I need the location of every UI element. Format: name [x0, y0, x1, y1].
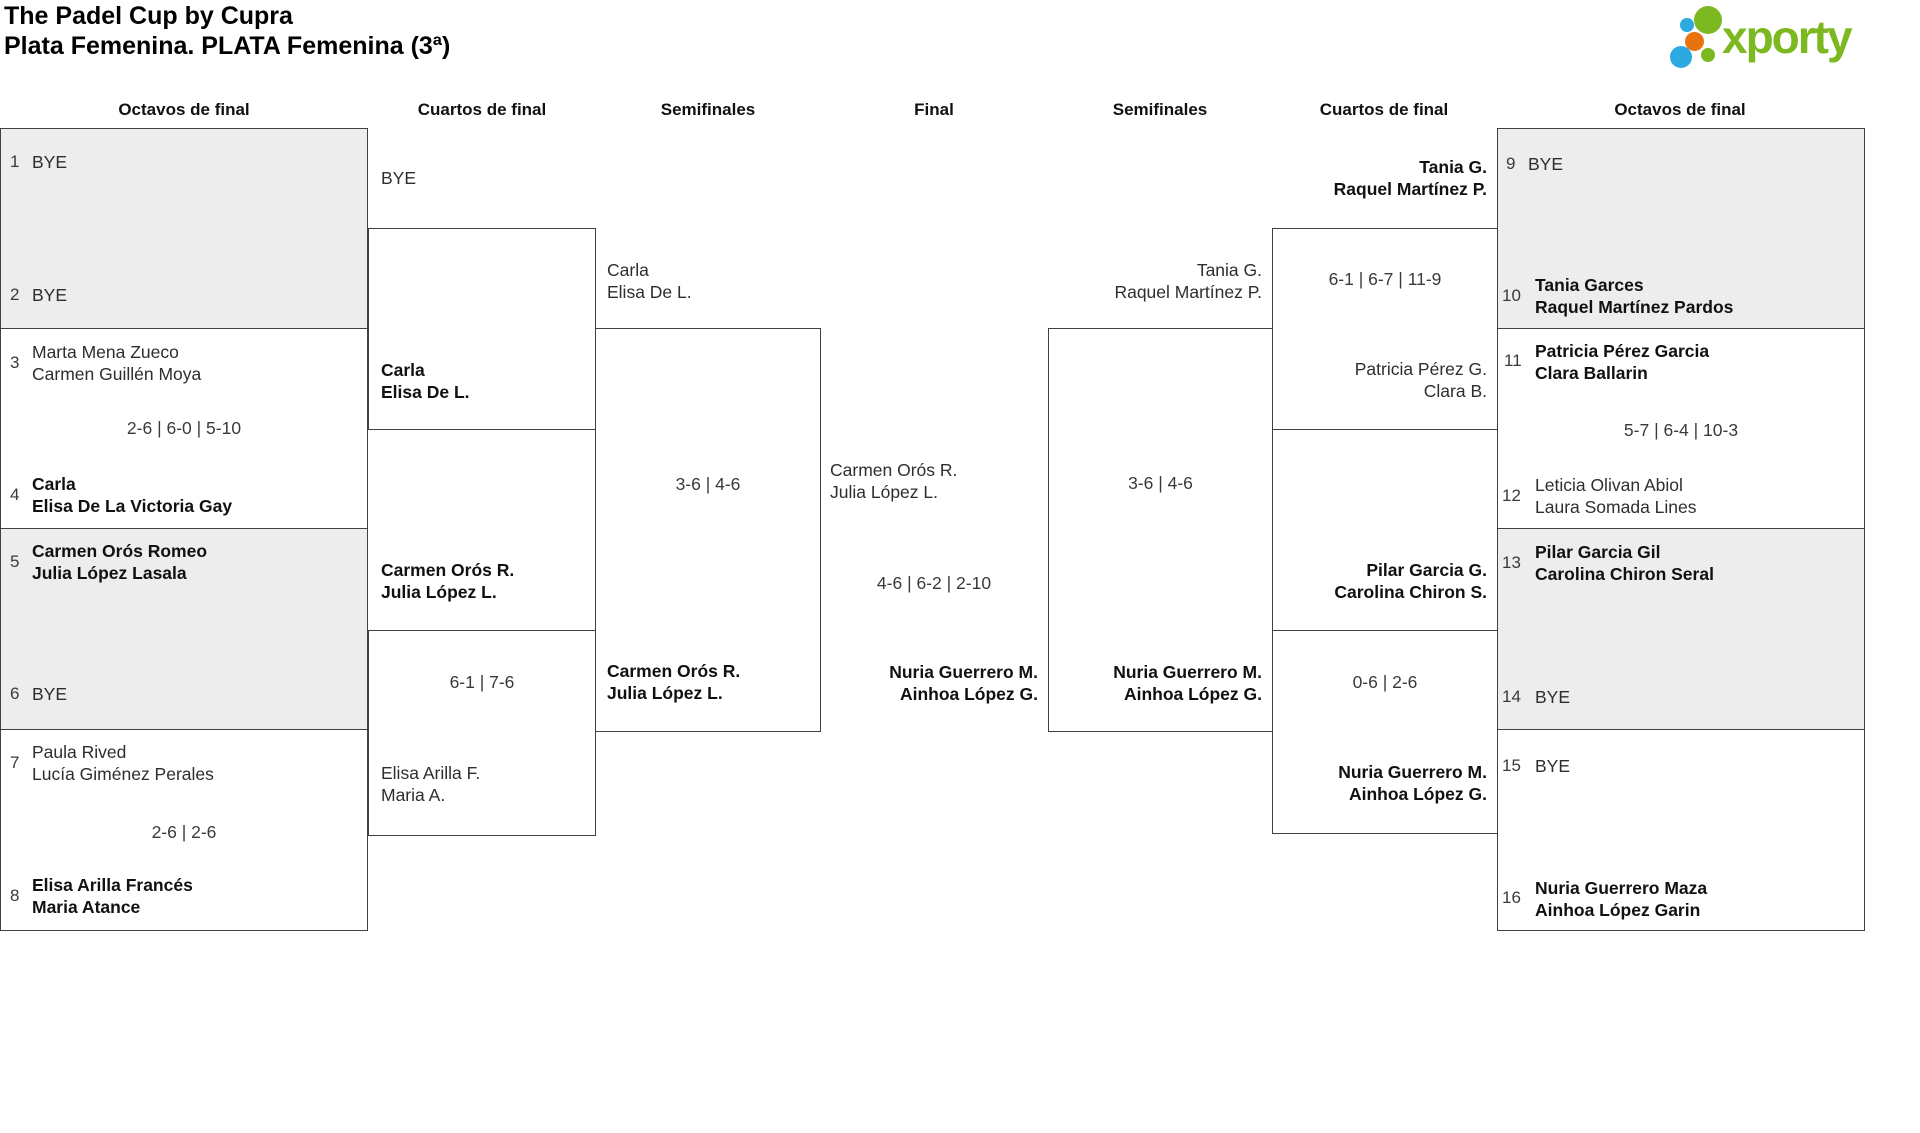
cuartos-L1-participant-bye: BYE: [381, 168, 417, 188]
seed-number-15: 15: [1502, 756, 1521, 775]
cuartos-R2-participant-1: Pilar Garcia G.Carolina Chiron S.: [1334, 560, 1487, 602]
logo-dot-orange: [1685, 32, 1704, 51]
seed-number-16: 16: [1502, 888, 1521, 907]
match-box-cuartos-R2[interactable]: [1272, 630, 1498, 834]
round-header-octavos-right: Octavos de final: [1614, 100, 1746, 119]
match-box-semifinal-R[interactable]: [1048, 328, 1273, 732]
match-box-cuartos-L2[interactable]: [368, 630, 596, 836]
final-winner: Nuria Guerrero M.Ainhoa López G.: [889, 662, 1038, 704]
score-cuartos-L2: 6-1 | 7-6: [449, 672, 515, 692]
team-14-name: BYE: [1535, 687, 1571, 707]
team-2-name: BYE: [32, 285, 68, 305]
semifinal-R-winner: Nuria Guerrero M.Ainhoa López G.: [1113, 662, 1262, 704]
score-final: 4-6 | 6-2 | 2-10: [876, 573, 992, 593]
match-box-semifinal-L[interactable]: [595, 328, 821, 732]
seed-number-5: 5: [10, 552, 20, 571]
logo-dot-blue-large: [1670, 46, 1692, 68]
seed-number-1: 1: [10, 152, 20, 171]
score-semifinal-R: 3-6 | 4-6: [1128, 473, 1193, 493]
match-box-octavos-L4[interactable]: [0, 729, 368, 931]
logo-dot-blue-small: [1680, 18, 1694, 32]
match-box-cuartos-R1[interactable]: [1272, 228, 1498, 430]
seed-number-6: 6: [10, 684, 20, 703]
match-box-octavos-R3[interactable]: [1497, 528, 1865, 730]
seed-number-8: 8: [10, 886, 20, 905]
seed-number-10: 10: [1502, 286, 1521, 305]
match-box-octavos-L1[interactable]: [0, 128, 368, 329]
match-box-octavos-L2[interactable]: [0, 328, 368, 529]
team-6-name: BYE: [32, 684, 68, 704]
cuartos-R1-participant-2: Patricia Pérez G.Clara B.: [1354, 359, 1487, 401]
semifinal-L-winner: Carmen Orós R.Julia López L.: [607, 661, 741, 703]
final-participant-1: Carmen Orós R.Julia López L.: [830, 460, 958, 502]
seed-number-3: 3: [10, 353, 20, 372]
xporty-logo[interactable]: xporty: [1670, 6, 1895, 68]
category-title: Plata Femenina. PLATA Femenina (3ª): [4, 32, 451, 60]
score-octavos-L4: 2-6 | 2-6: [151, 822, 217, 842]
round-header-semis-left: Semifinales: [660, 100, 756, 119]
seed-number-11: 11: [1504, 351, 1522, 370]
cuartos-R2-winner: Nuria Guerrero M.Ainhoa López G.: [1338, 762, 1487, 804]
seed-number-14: 14: [1502, 687, 1521, 706]
round-header-octavos-left: Octavos de final: [118, 100, 250, 119]
seed-number-2: 2: [10, 285, 20, 304]
score-octavos-L2: 2-6 | 6-0 | 5-10: [126, 418, 242, 438]
score-semifinal-L: 3-6 | 4-6: [675, 474, 741, 494]
round-header-final: Final: [914, 100, 954, 119]
team-9-name: BYE: [1528, 154, 1564, 174]
semifinal-R-participant-1: Tania G.Raquel Martínez P.: [1114, 260, 1262, 302]
score-cuartos-R2: 0-6 | 2-6: [1352, 672, 1418, 692]
team-15-name: BYE: [1535, 756, 1571, 776]
match-box-octavos-R2[interactable]: [1497, 328, 1865, 529]
seed-number-12: 12: [1502, 486, 1521, 505]
team-1-name: BYE: [32, 152, 68, 172]
round-header-cuartos-left: Cuartos de final: [417, 100, 547, 119]
seed-number-7: 7: [10, 753, 20, 772]
cuartos-L2-participant-1: Carmen Orós R.Julia López L.: [381, 560, 515, 602]
round-header-cuartos-right: Cuartos de final: [1319, 100, 1449, 119]
seed-number-4: 4: [10, 485, 20, 504]
logo-dot-green-small: [1701, 48, 1715, 62]
tournament-title: The Padel Cup by Cupra: [4, 2, 293, 30]
logo-wordmark: xporty: [1722, 11, 1853, 63]
score-cuartos-R1: 6-1 | 6-7 | 11-9: [1328, 269, 1442, 289]
seed-number-9: 9: [1506, 154, 1516, 173]
round-header-semis-right: Semifinales: [1112, 100, 1208, 119]
cuartos-L2-participant-2: Elisa Arilla F.Maria A.: [381, 763, 481, 805]
match-box-cuartos-L1[interactable]: [368, 228, 596, 430]
score-octavos-R2: 5-7 | 6-4 | 10-3: [1623, 420, 1739, 440]
match-box-octavos-L3[interactable]: [0, 528, 368, 730]
seed-number-13: 13: [1502, 553, 1521, 572]
logo-dot-green-large: [1694, 6, 1722, 34]
match-box-octavos-R4[interactable]: [1497, 729, 1865, 931]
cuartos-R1-winner: Tania G.Raquel Martínez P.: [1333, 157, 1487, 199]
